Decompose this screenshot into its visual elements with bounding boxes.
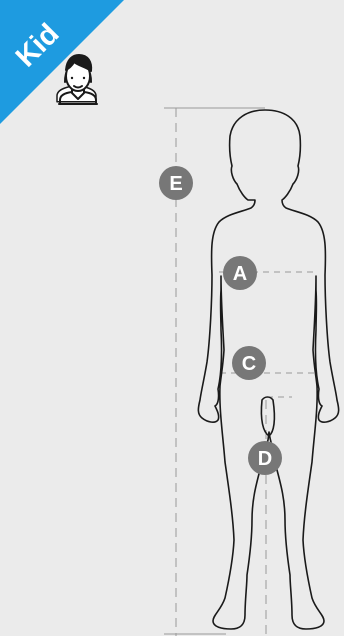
ribbon-triangle [0, 0, 124, 124]
marker-e: E [159, 166, 193, 200]
marker-a-label: A [233, 263, 247, 285]
marker-c: C [232, 346, 266, 380]
marker-a: A [223, 256, 257, 290]
marker-d-label: D [258, 448, 272, 470]
marker-e-label: E [169, 173, 182, 195]
child-body-outline [198, 110, 338, 629]
kid-ribbon: Kid [0, 0, 124, 124]
child-avatar-icon [57, 55, 97, 104]
marker-c-label: C [242, 353, 256, 375]
marker-d: D [248, 441, 282, 475]
